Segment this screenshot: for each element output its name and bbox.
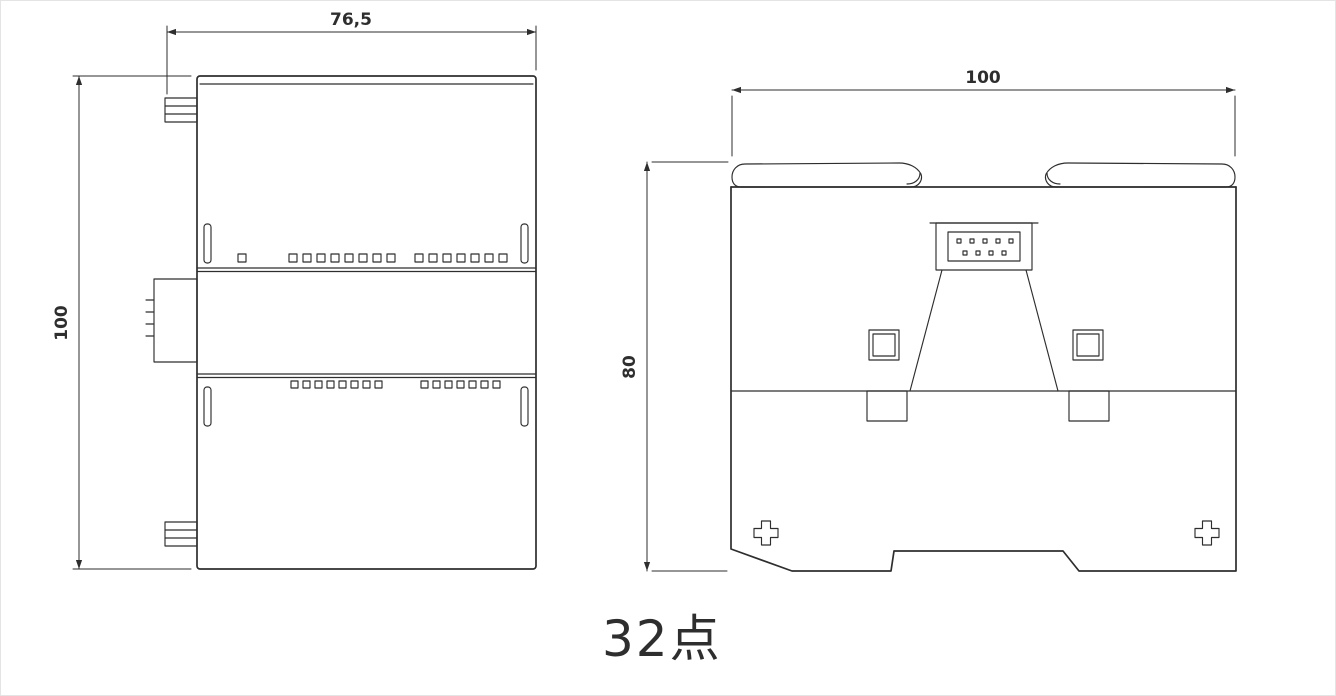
side-view-vent-row-lower <box>290 380 501 389</box>
side-view: 76,5 100 <box>52 10 537 570</box>
side-view-height-dimension: 100 <box>52 75 192 570</box>
rear-height-label: 80 <box>620 355 640 379</box>
side-view-width-dimension: 76,5 <box>166 10 537 95</box>
rear-view: 100 80 <box>620 68 1237 572</box>
side-view-top-hook <box>164 97 198 123</box>
side-view-vent-row-upper <box>237 253 508 263</box>
rear-view-width-dimension: 100 <box>731 68 1236 157</box>
rear-view-slots <box>866 390 1110 422</box>
rear-view-square-windows <box>868 329 1104 361</box>
rear-view-center-housing <box>909 269 1059 392</box>
rear-view-bus-connector <box>929 222 1039 271</box>
side-view-bus-connector <box>145 278 198 363</box>
side-view-body <box>196 75 537 570</box>
side-view-latch-tabs <box>203 223 529 427</box>
side-view-bottom-hook <box>164 521 198 547</box>
rear-view-body <box>730 186 1237 572</box>
rear-view-height-dimension: 80 <box>620 161 729 572</box>
figure-caption: 32点 <box>602 610 722 668</box>
side-height-label: 100 <box>52 305 72 341</box>
rear-view-top-clips <box>731 162 1236 188</box>
rear-view-cross-marks <box>753 520 1220 546</box>
side-width-label: 76,5 <box>330 10 372 30</box>
rear-width-label: 100 <box>965 68 1001 88</box>
